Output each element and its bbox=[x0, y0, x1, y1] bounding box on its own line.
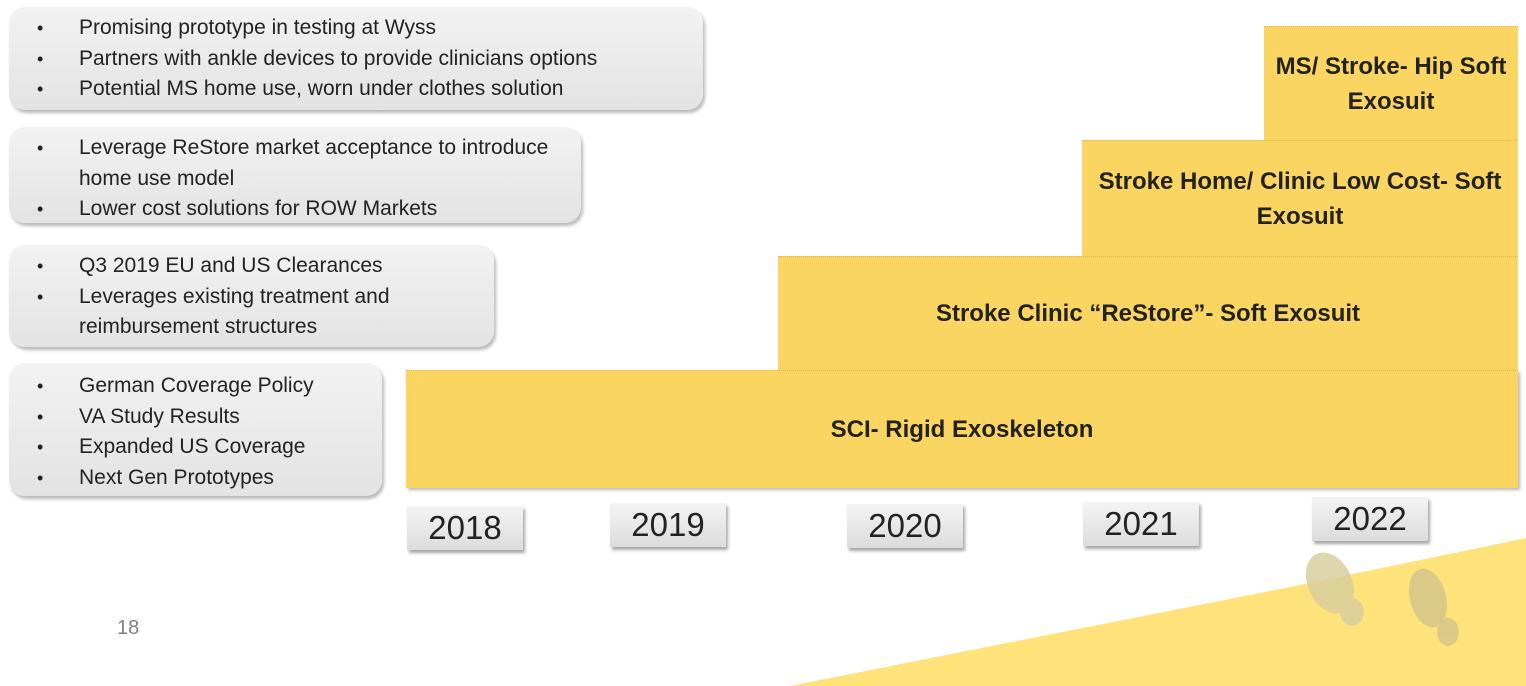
callout-2019: Q3 2019 EU and US Clearances Leverages e… bbox=[9, 245, 494, 347]
callout-bullet: German Coverage Policy bbox=[31, 371, 372, 402]
page-number: 18 bbox=[117, 617, 140, 639]
callout-bullet: Expanded US Coverage bbox=[31, 432, 372, 463]
year-2019: 2019 bbox=[610, 503, 726, 547]
callout-bullet: Partners with ankle devices to provide c… bbox=[31, 44, 693, 75]
step-label: Stroke Clinic “ReStore”- Soft Exosuit bbox=[935, 300, 1361, 327]
callout-bullet: Leverages existing treatment and reimbur… bbox=[31, 282, 484, 343]
callout-2018: German Coverage Policy VA Study Results … bbox=[9, 363, 382, 496]
callout-2021: Leverage ReStore market acceptance to in… bbox=[9, 127, 581, 225]
year-2021: 2021 bbox=[1083, 502, 1199, 546]
footprint-right-icon bbox=[1408, 568, 1459, 646]
step-stroke-clinic-restore: Stroke Clinic “ReStore”- Soft Exosuit bbox=[778, 256, 1518, 370]
year-2022: 2022 bbox=[1312, 497, 1428, 541]
callout-2022: Promising prototype in testing at Wyss P… bbox=[9, 7, 703, 110]
step-label: Stroke Home/ Clinic Low Cost- Soft Exosu… bbox=[1098, 167, 1502, 230]
callout-bullet: Lower cost solutions for ROW Markets bbox=[31, 194, 571, 225]
step-stroke-home-clinic: Stroke Home/ Clinic Low Cost- Soft Exosu… bbox=[1082, 140, 1518, 256]
year-2018: 2018 bbox=[407, 506, 523, 550]
callout-bullet: Next Gen Prototypes bbox=[31, 463, 372, 494]
callout-bullet: Promising prototype in testing at Wyss bbox=[31, 13, 693, 44]
callout-bullet: VA Study Results bbox=[31, 402, 372, 433]
step-label: SCI- Rigid Exoskeleton bbox=[830, 416, 1094, 443]
step-label: MS/ Stroke- Hip Soft Exosuit bbox=[1275, 52, 1507, 115]
year-2020: 2020 bbox=[847, 504, 963, 548]
callout-bullet: Leverage ReStore market acceptance to in… bbox=[31, 133, 571, 194]
footprint-left-icon bbox=[1305, 552, 1364, 626]
step-ms-stroke-hip: MS/ Stroke- Hip Soft Exosuit bbox=[1264, 26, 1518, 140]
callout-bullet: Potential MS home use, worn under clothe… bbox=[31, 74, 693, 105]
callout-bullet: Q3 2019 EU and US Clearances bbox=[31, 251, 484, 282]
step-sci-rigid: SCI- Rigid Exoskeleton bbox=[406, 370, 1518, 488]
